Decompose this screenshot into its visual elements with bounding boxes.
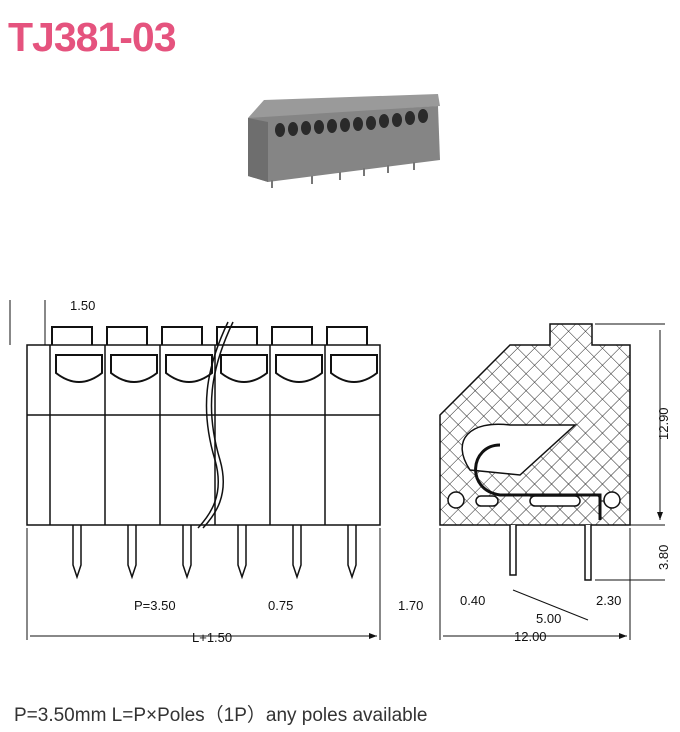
dim-pin-spacing: 5.00 — [536, 611, 561, 626]
dim-top-offset: 1.50 — [70, 298, 95, 313]
product-title: TJ381-03 — [8, 14, 177, 60]
product-photo — [248, 94, 440, 188]
dim-height: 12.90 — [656, 407, 671, 440]
dim-pin-width: 0.75 — [268, 598, 293, 613]
dim-rear-offset: 2.30 — [596, 593, 621, 608]
dim-edge: 1.70 — [398, 598, 423, 613]
dim-pitch: P=3.50 — [134, 598, 176, 613]
dim-depth: 12.00 — [514, 629, 547, 644]
dim-pin-length: 3.80 — [656, 545, 671, 570]
side-view-drawing — [439, 323, 665, 640]
front-view-drawing — [9, 300, 381, 640]
dim-overall-length: L+1.50 — [192, 630, 232, 645]
footer-note: P=3.50mm L=P×Poles（1P）any poles availabl… — [14, 705, 428, 726]
dim-pin-thickness: 0.40 — [460, 593, 485, 608]
